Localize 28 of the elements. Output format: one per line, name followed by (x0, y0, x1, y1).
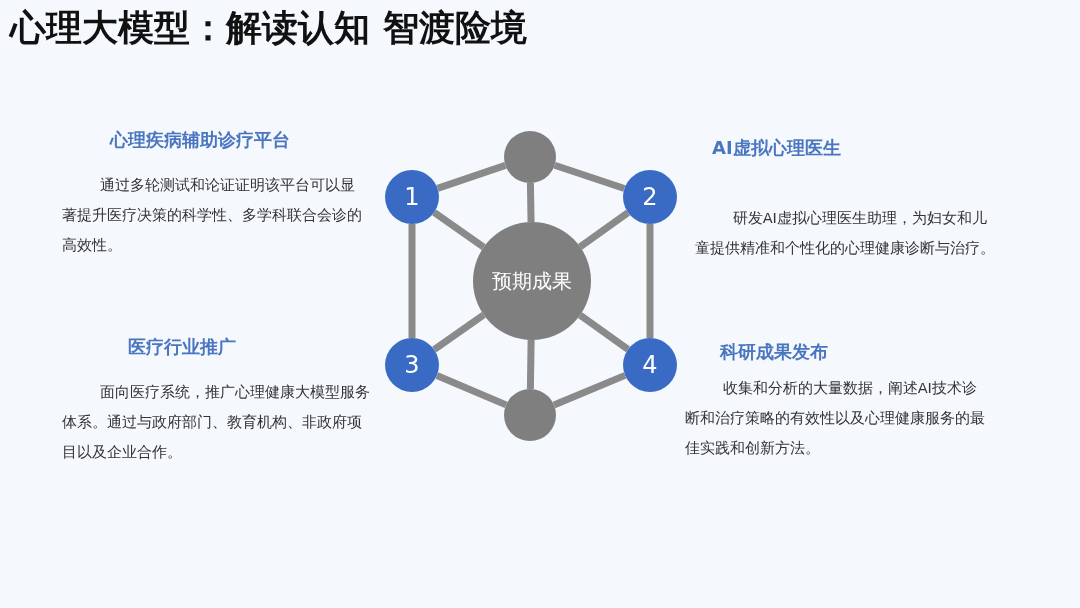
connector-line (435, 372, 508, 409)
description-text: 收集和分析的大量数据，阐述AI技术诊断和治疗策略的有效性以及心理健康服务的最佳实践和创新方法。 (685, 379, 986, 458)
number-circle: 2 (623, 170, 677, 224)
connector-line (432, 209, 486, 251)
number-circle: 4 (623, 338, 677, 392)
description-text: 通过多轮测试和论证证明该平台可以显著提升医疗决策的科学性、多学科联合会诊的高效性。 (62, 176, 362, 255)
connector-line (432, 311, 486, 353)
section-heading: AI虚拟心理医生 (712, 136, 841, 160)
connector-line (578, 312, 631, 353)
connector-line (436, 162, 507, 192)
connector-line (578, 209, 631, 250)
section-heading: 医疗行业推广 (128, 335, 236, 359)
description-text: 研发AI虚拟心理医生助理，为妇女和儿童提供精准和个性化的心理健康诊断与治疗。 (695, 209, 995, 258)
section-heading: 心理疾病辅助诊疗平台 (110, 128, 290, 152)
connector-line (552, 372, 627, 409)
connector-line (526, 182, 535, 223)
connector-line (646, 224, 654, 338)
connector-line (553, 161, 626, 192)
title: 心理大模型：解读认知 智渡险境 (10, 6, 527, 50)
section-heading: 科研成果发布 (720, 340, 828, 364)
connector-line (526, 339, 535, 390)
connector-line (408, 224, 416, 338)
description-text: 面向医疗系统，推广心理健康大模型服务体系。通过与政府部门、教育机构、非政府项目以及企业合作。 (62, 383, 371, 462)
number-circle: 3 (385, 338, 439, 392)
circle (504, 389, 556, 441)
number-circle: 1 (385, 170, 439, 224)
circle (504, 131, 556, 183)
center-circle: 预期成果 (473, 222, 591, 340)
